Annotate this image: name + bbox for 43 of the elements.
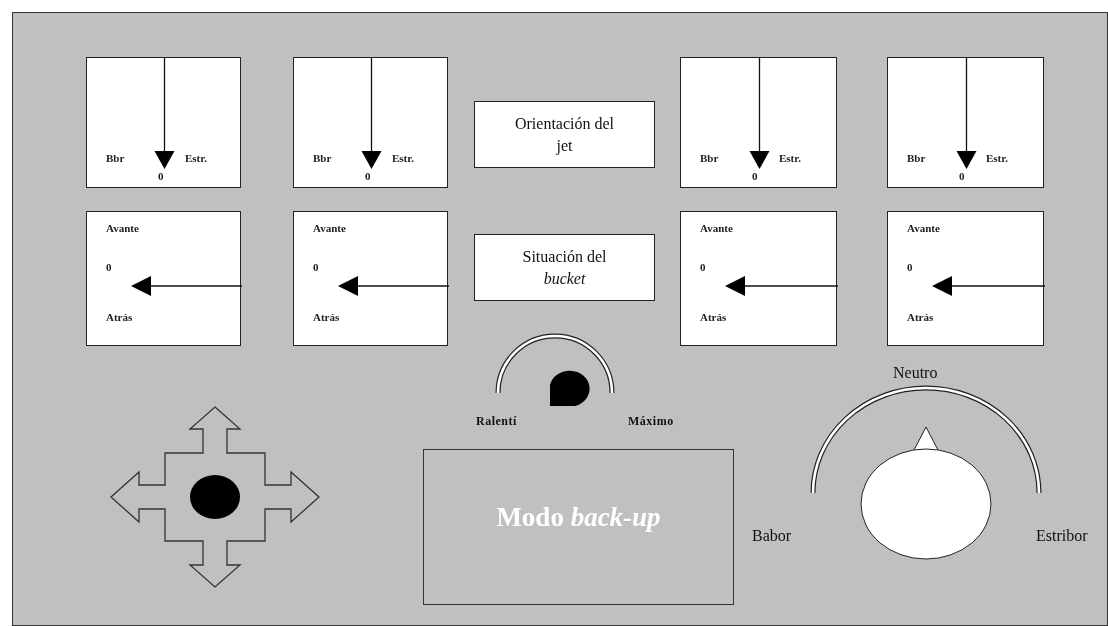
bucket-gauge: [86, 211, 241, 346]
scale-label: Bbr: [907, 152, 926, 164]
heading-gauge: [887, 57, 1044, 188]
scale-label: Bbr: [313, 152, 332, 164]
scale-label: 0: [907, 261, 913, 273]
panel-title: Orientación del jet: [513, 113, 616, 157]
scale-label: Atrás: [106, 311, 133, 323]
bucket-gauge: [293, 211, 448, 346]
scale-label: Avante: [700, 222, 733, 234]
scale-label: 0: [106, 261, 112, 273]
scale-label: Estr.: [185, 152, 207, 164]
scale-label: Atrás: [700, 311, 727, 323]
dial-label: Ralentí: [476, 414, 517, 429]
scale-label: Estr.: [779, 152, 801, 164]
scale-label: Avante: [106, 222, 139, 234]
bucket-gauge: [887, 211, 1044, 346]
scale-label: 0: [752, 170, 758, 182]
scale-label: Atrás: [907, 311, 934, 323]
scale-label: Bbr: [106, 152, 125, 164]
dial-label: Estribor: [1036, 527, 1088, 545]
scale-label: 0: [959, 170, 965, 182]
mode-title: Modo back-up: [496, 501, 661, 533]
dial-label: Babor: [752, 527, 792, 545]
scale-label: 0: [313, 261, 319, 273]
scale-label: Bbr: [700, 152, 719, 164]
title-box: [474, 101, 655, 168]
scale-label: Estr.: [392, 152, 414, 164]
mode-panel: [423, 449, 734, 605]
scale-label: 0: [158, 170, 164, 182]
scale-label: Estr.: [986, 152, 1008, 164]
panel-title: Situación del bucket: [521, 246, 608, 289]
heading-gauge: [680, 57, 837, 188]
scale-label: Atrás: [313, 311, 340, 323]
heading-gauge: [86, 57, 241, 188]
scale-label: 0: [365, 170, 371, 182]
scale-label: 0: [700, 261, 706, 273]
scale-label: Avante: [313, 222, 346, 234]
heading-gauge: [293, 57, 448, 188]
dial-label: Neutro: [893, 364, 938, 382]
title-box: [474, 234, 655, 301]
bucket-gauge: [680, 211, 837, 346]
scale-label: Avante: [907, 222, 940, 234]
dial-label: Máximo: [628, 414, 674, 429]
